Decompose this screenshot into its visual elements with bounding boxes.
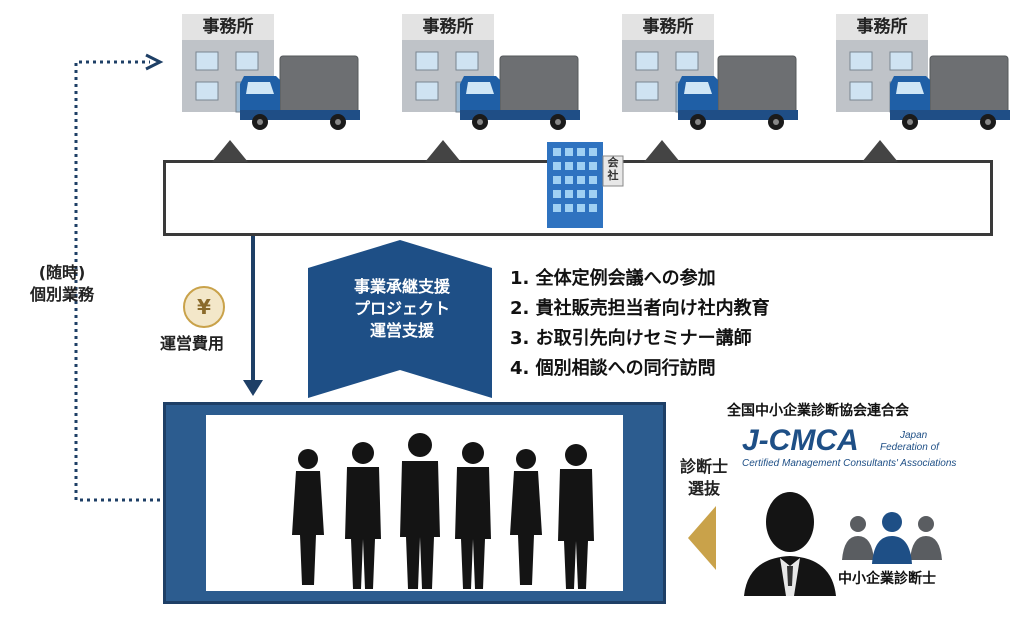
side-label-line2: 個別業務 [30,285,95,304]
support-triangle-2 [425,140,461,162]
side-label-line1: (随時) [38,263,86,282]
team-silhouettes-icon [292,433,594,589]
team-box [163,402,666,604]
company-sign: 会社 [607,156,619,182]
federation-name: 全国中小企業診断協会連合会 [727,403,909,419]
federation-en-1: Japan [900,430,928,441]
project-label-line1: 事業承継支援 [353,277,450,296]
company-building-icon [547,142,624,228]
office-label-1: 事務所 [182,14,274,40]
support-triangle-4 [862,140,898,162]
dotted-arrow [74,53,164,502]
office-label-2: 事務所 [402,14,494,40]
project-label-line2: プロジェクト [353,299,450,318]
consultant-label: 中小企業診断士 [838,571,936,587]
fee-label: 運営費用 [160,334,225,353]
yen-coin-icon: ¥ [183,286,225,328]
support-item-3: 3. お取引先向けセミナー講師 [510,328,752,349]
office-3 [621,31,799,131]
fee-arrow [243,236,263,396]
cmca-logo: J-CMCA [742,424,859,457]
support-triangle-3 [644,140,680,162]
project-label: 事業承継支援 プロジェクト 運営支援 [318,276,486,342]
office-label-3: 事務所 [622,14,714,40]
support-item-2: 2. 貴社販売担当者向け社内教育 [510,298,770,319]
selection-label: 診断士 選抜 [680,456,728,500]
office-label-4: 事務所 [836,14,928,40]
selection-label-line2: 選抜 [688,479,721,498]
team-panel [206,415,623,591]
federation-en-2: Federation of [880,442,939,453]
office-2 [401,31,581,131]
project-pentagon [308,240,492,398]
support-triangle-1 [212,140,248,162]
consultant-group-icon [842,512,942,564]
federation-en-3: Certified Management Consultants' Associ… [742,458,957,469]
project-label-line3: 運営支援 [369,321,434,340]
office-4 [835,31,1011,131]
support-items: 1. 全体定例会議への参加 2. 貴社販売担当者向け社内教育 3. お取引先向け… [510,264,770,384]
selection-arrow [688,506,716,570]
selection-label-line1: 診断士 [680,457,729,476]
support-item-4: 4. 個別相談への同行訪問 [510,358,716,379]
support-item-1: 1. 全体定例会議への参加 [510,268,716,289]
consultant-person-icon [744,492,836,596]
side-label: (随時) 個別業務 [30,262,94,306]
office-1 [181,31,361,131]
